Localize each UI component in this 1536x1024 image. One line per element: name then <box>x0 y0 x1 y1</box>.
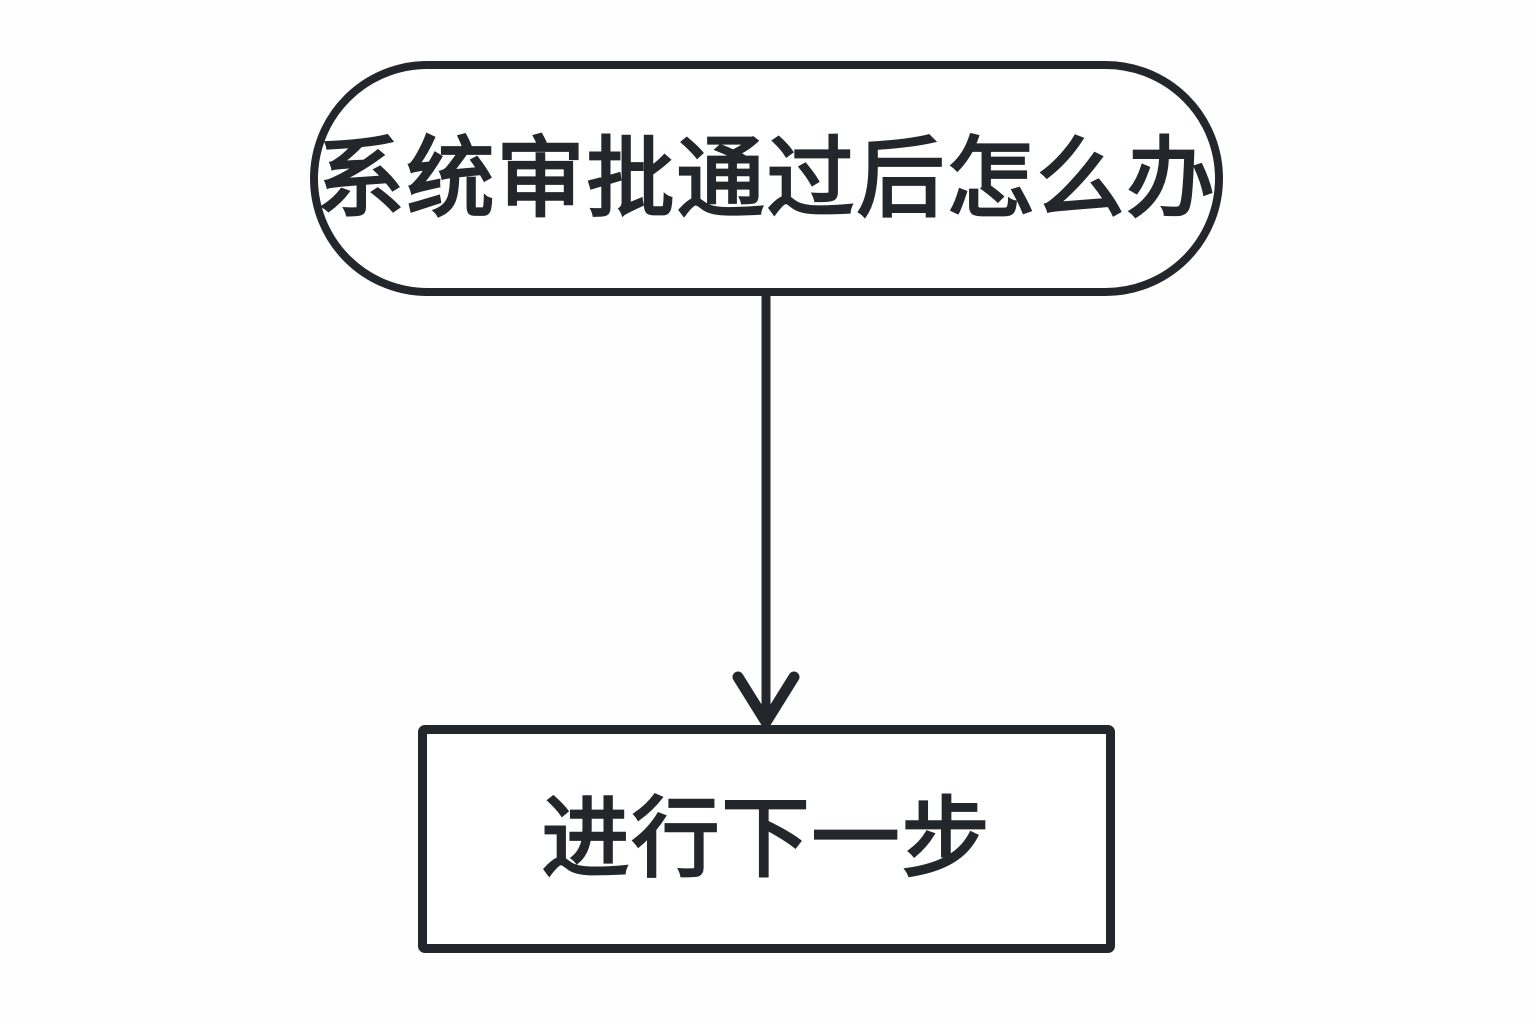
next-step-node-label: 进行下一步 <box>541 789 992 888</box>
flowchart-node-start: 系统审批通过后怎么办 <box>310 61 1223 296</box>
start-node-label: 系统审批通过后怎么办 <box>316 128 1217 228</box>
down-arrow-connector <box>732 294 800 728</box>
arrow-head-icon <box>732 671 800 728</box>
flowchart-node-next-step: 进行下一步 <box>418 725 1115 953</box>
